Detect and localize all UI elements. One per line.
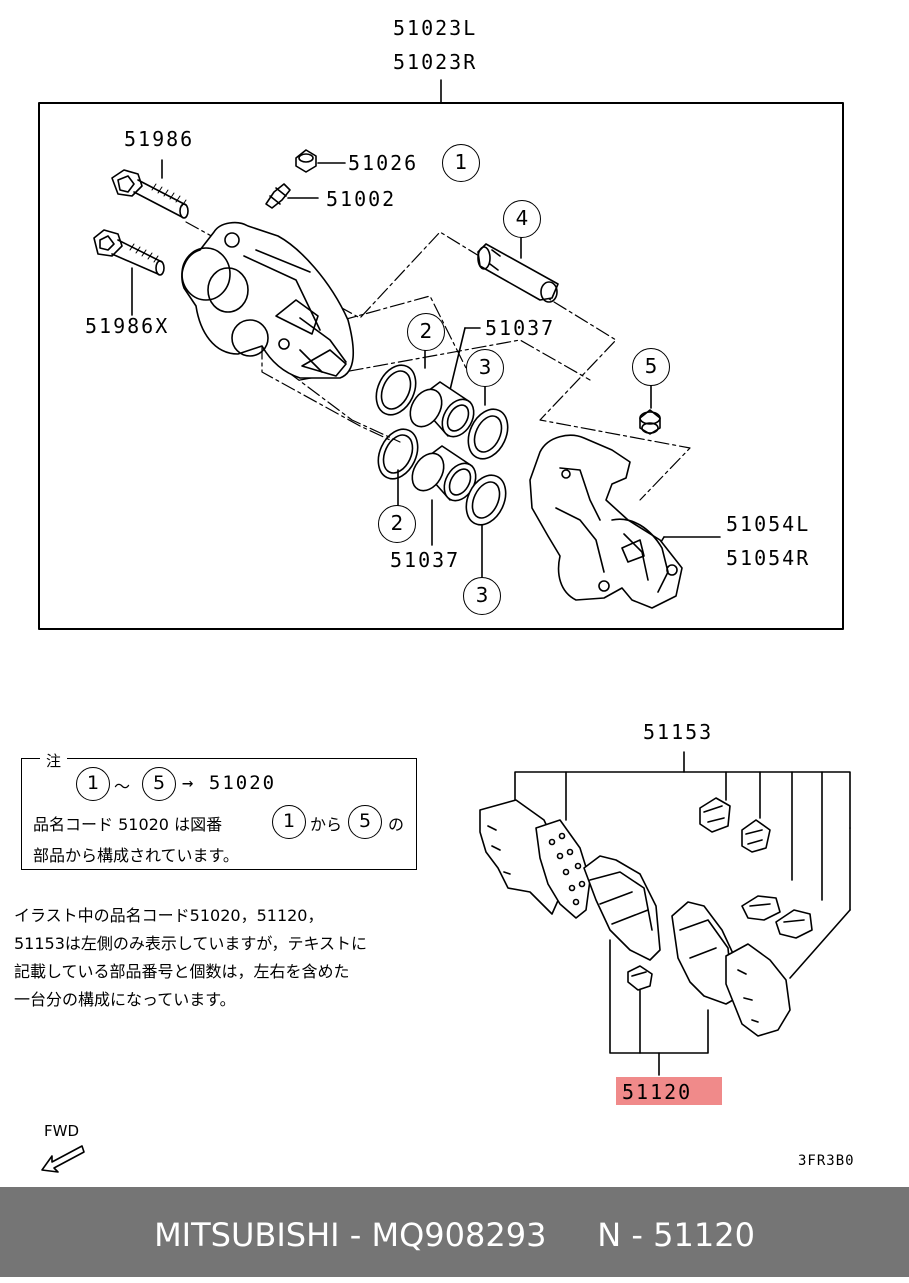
assembly-label-right: 51023R (393, 50, 478, 74)
callout-3-lower: 3 (463, 577, 501, 615)
piston-lower (411, 445, 477, 502)
paragraph-line-4: 一台分の構成になっています。 (14, 990, 236, 1009)
pad-backing-plate (535, 819, 591, 919)
caliper-support (529, 434, 683, 609)
paragraph-line-3: 記載している部品番号と個数は，左右を含めた (14, 962, 350, 981)
fwd-arrow-icon (41, 1145, 85, 1173)
callout-5: 5 (632, 348, 670, 386)
bolt-lower (93, 229, 165, 276)
caliper-body (181, 221, 355, 379)
piston-upper (409, 381, 475, 438)
brake-pad-inner (583, 855, 661, 961)
note-line3: 部品から構成されています。 (33, 846, 239, 865)
callout-3-upper: 3 (466, 349, 504, 387)
note-line2-callout-5: 5 (348, 805, 382, 839)
fwd-label: FWD (44, 1122, 80, 1140)
pad-clip-3 (741, 895, 781, 921)
callout-4: 4 (503, 200, 541, 238)
bolt-upper-label: 51986 (124, 127, 195, 151)
callout-1: 1 (442, 144, 480, 182)
bolt-upper (111, 169, 189, 219)
paragraph-line-1: イラスト中の品名コード51020，51120， (14, 906, 324, 925)
piston-seal-lower (377, 428, 419, 480)
bleeder-cap-label: 51026 (348, 151, 419, 175)
wear-indicator (627, 965, 653, 991)
note-line2-c: の (388, 815, 405, 834)
bolt-lower-label: 51986X (85, 314, 170, 338)
pad-kit-label: 51120 (622, 1080, 693, 1104)
paragraph-line-2: 51153は左側のみ表示していますが，テキストに (14, 934, 367, 953)
pad-clip-4 (775, 909, 813, 939)
diagram-code: 3FR3B0 (798, 1153, 855, 1169)
assembly-label-left: 51023L (393, 16, 478, 40)
footer-text: MITSUBISHI - MQ908293 N - 51120 (154, 1216, 755, 1254)
pad-clip-1 (699, 797, 731, 833)
note-tilde: ～ (114, 777, 131, 796)
callout-2-lower: 2 (378, 505, 416, 543)
piston-boot-lower (465, 474, 507, 526)
inner-shim (725, 943, 791, 1037)
note-callout-5: 5 (142, 767, 176, 801)
note-line2-callout-1: 1 (272, 805, 306, 839)
support-label-left: 51054L (726, 512, 811, 536)
footer-banner: MITSUBISHI - MQ908293 N - 51120 (0, 1187, 909, 1277)
note-line2-a: 品名コード 51020 は図番 (33, 815, 223, 834)
pad-kit-highlight (616, 1077, 722, 1105)
support-label-right: 51054R (726, 546, 811, 570)
pin-boot (639, 409, 661, 435)
pad-clip-2 (741, 819, 771, 853)
guide-pin (477, 243, 559, 303)
piston-upper-label: 51037 (485, 316, 556, 340)
piston-lower-label: 51037 (390, 548, 461, 572)
note-box (21, 758, 417, 870)
piston-boot-upper (467, 408, 509, 460)
bleeder-screw (265, 183, 291, 209)
note-title: 注 (40, 750, 68, 771)
piston-seal-upper (375, 364, 417, 416)
note-arrow-code: → 51020 (182, 772, 277, 794)
bleeder-label: 51002 (326, 187, 397, 211)
note-callout-1: 1 (76, 767, 110, 801)
shim-kit-label: 51153 (643, 720, 714, 744)
callout-2-upper: 2 (407, 313, 445, 351)
bleeder-cap (295, 149, 317, 173)
note-line2-b: から (310, 815, 343, 834)
